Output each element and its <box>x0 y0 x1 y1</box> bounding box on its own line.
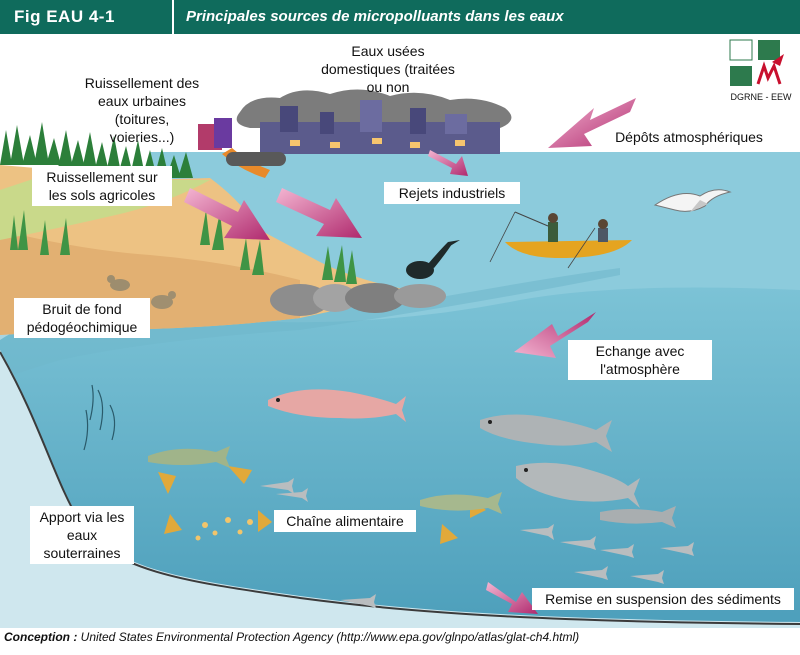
arrow-industrial-discharge <box>428 150 468 176</box>
logo-icon <box>729 39 784 86</box>
label-atmosphere-exchange: Echange avec l'atmosphère <box>568 340 712 380</box>
green-fish-1 <box>148 446 230 468</box>
salmon-fish <box>268 389 406 422</box>
label-atmospheric-deposits: Dépôts atmosphériques <box>615 129 763 145</box>
grass-tufts <box>10 210 357 284</box>
arrow-atmosphere-exchange <box>514 312 596 358</box>
label-food-chain: Chaîne alimentaire <box>274 510 416 532</box>
small-fish-school <box>260 478 694 608</box>
green-fish-2 <box>420 492 502 514</box>
fishing-boat <box>489 211 632 269</box>
seagull <box>653 189 732 212</box>
figure-credit: Conception : United States Environmental… <box>4 627 796 647</box>
arrow-atmospheric-deposit <box>548 98 636 148</box>
grey-fish-large-2 <box>516 462 640 508</box>
dgrne-logo <box>728 38 788 98</box>
label-agricultural-runoff: Ruissellement sur les sols agricoles <box>32 166 172 206</box>
credit-text: United States Environmental Protection A… <box>80 630 580 644</box>
logo-caption: DGRNE - EEW <box>730 92 792 102</box>
credit-prefix: Conception : <box>4 630 78 644</box>
shore-birds <box>107 275 176 309</box>
plankton <box>195 517 253 541</box>
figure-number: Fig EAU 4-1 <box>0 0 172 34</box>
fish <box>148 389 694 608</box>
label-urban-runoff: Ruissellement des eaux urbaines (toiture… <box>84 75 200 145</box>
aquatic-plants <box>83 384 116 451</box>
flow-arrows <box>184 98 636 614</box>
label-resuspension: Remise en suspension des sédiments <box>532 588 794 610</box>
arrow-resuspension <box>486 582 538 614</box>
industrial-city <box>260 100 500 154</box>
grey-fish-large-1 <box>480 414 612 452</box>
arrow-agri-runoff <box>184 188 270 240</box>
shore-rocks <box>270 283 446 316</box>
label-industrial-discharge: Rejets industriels <box>384 182 520 204</box>
label-domestic-waters: Eaux usées domestiques (traitées ou non <box>321 43 455 95</box>
cormorant-bird <box>406 240 460 279</box>
urban-buildings <box>198 118 286 178</box>
header-divider <box>0 34 800 36</box>
label-background-noise: Bruit de fond pédogéochimique <box>14 298 150 338</box>
label-groundwater-input: Apport via les eaux souterraines <box>30 506 134 564</box>
figure-title: Principales sources de micropolluants da… <box>174 0 800 34</box>
grey-fish-medium <box>600 506 676 528</box>
arrow-urban-runoff <box>276 188 362 238</box>
